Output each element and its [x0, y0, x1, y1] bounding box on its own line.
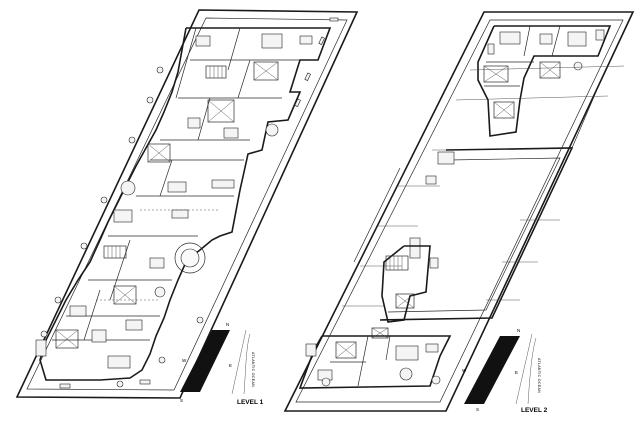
- level-2-upper-furniture: [487, 29, 605, 71]
- level-1-elevator-cores: [55, 61, 279, 349]
- level-1-outer-wall: [15, 9, 359, 399]
- level-2-compass-south: S: [476, 407, 479, 412]
- level-1-compass: N S E W ATLANTIC OCEAN: [180, 322, 255, 403]
- level-1-compass-east: E: [229, 363, 232, 368]
- level-2-plan: N S E W ATLANTIC OCEAN LEVEL 2: [283, 11, 635, 414]
- level-1-label: LEVEL 1: [237, 399, 264, 406]
- level-2-mid-core: [381, 245, 439, 323]
- level-1-plan: N S E W ATLANTIC OCEAN LEVEL 1: [15, 9, 359, 406]
- level-1-building-footprint-icon: [180, 330, 230, 392]
- level-1-terrace-furniture: [40, 17, 339, 389]
- level-2-building-footprint-icon: [464, 336, 520, 404]
- level-2-terrace-grid: [289, 65, 625, 401]
- level-1-compass-south: S: [180, 398, 183, 403]
- level-2-lower-furniture: [305, 343, 441, 387]
- level-1-compass-north: N: [226, 322, 229, 327]
- level-1-water-label: ATLANTIC OCEAN: [251, 352, 255, 387]
- level-2-compass: N S E W ATLANTIC OCEAN: [462, 328, 541, 412]
- level-2-compass-east: E: [515, 370, 518, 375]
- level-1-inner-wall: [26, 17, 348, 391]
- level-2-label: LEVEL 2: [521, 407, 548, 414]
- level-1-furniture: [35, 33, 313, 369]
- level-2-upper-suite-walls: [477, 25, 612, 137]
- level-2-upper-partitions: [483, 25, 561, 119]
- level-1-compass-west: W: [182, 358, 187, 363]
- level-1-stairs: [103, 65, 227, 259]
- level-2-outer-wall: [283, 11, 635, 412]
- level-2-water-label: ATLANTIC OCEAN: [537, 358, 541, 393]
- level-2-compass-west: W: [462, 368, 467, 373]
- level-2-lower-partitions: [330, 327, 391, 387]
- level-1-interior-walls: [39, 27, 332, 381]
- level-2-inner-wall: [295, 19, 624, 403]
- level-2-compass-north: N: [517, 328, 520, 333]
